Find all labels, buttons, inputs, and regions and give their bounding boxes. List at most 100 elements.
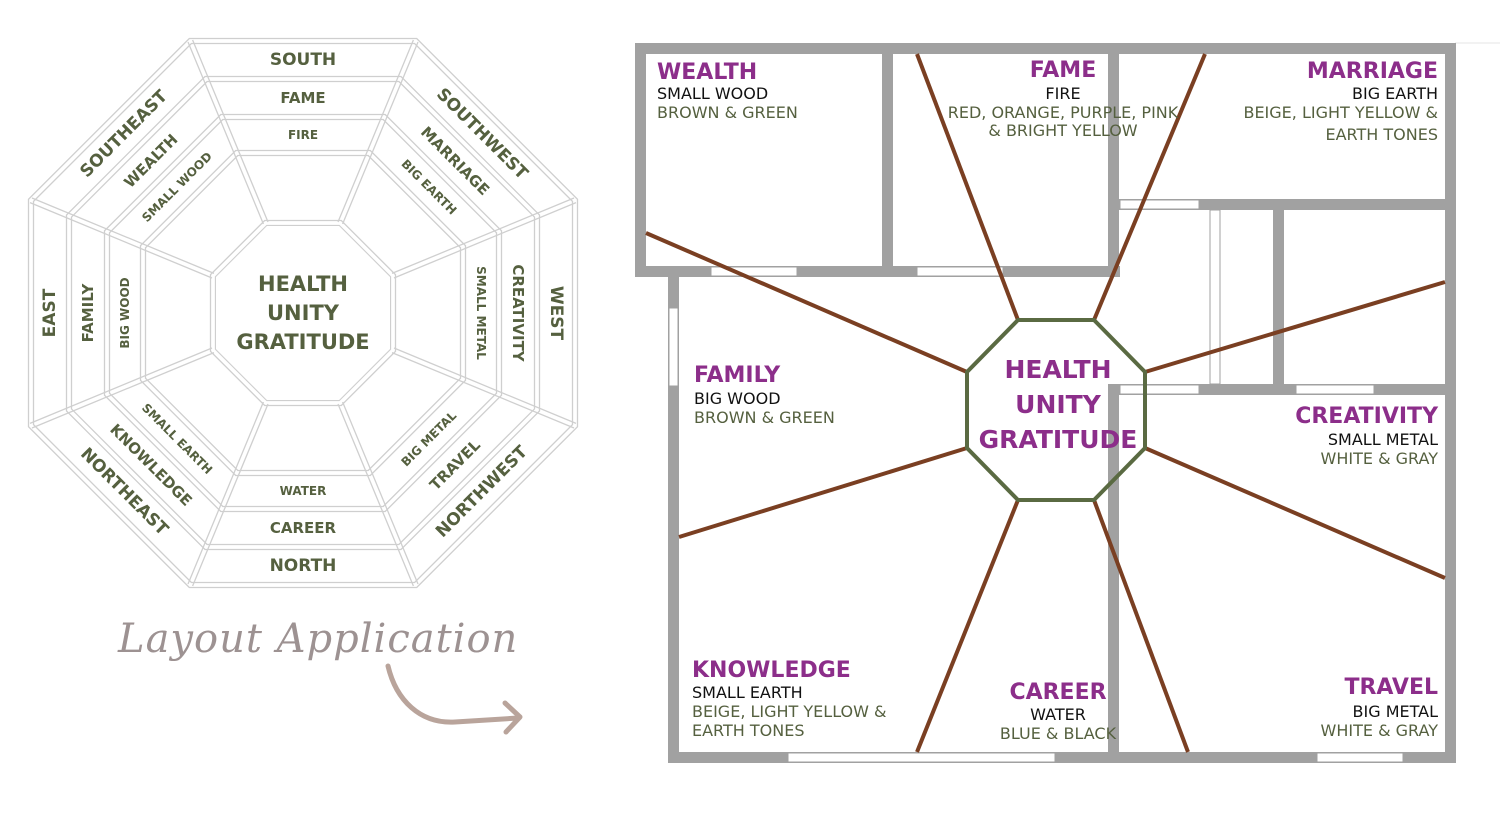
area-travel: TRAVEL BIG METAL WHITE & GRAY xyxy=(1321,675,1439,740)
area-fame: FAME FIRE RED, ORANGE, PURPLE, PINK & BR… xyxy=(948,58,1179,140)
bagua-divider xyxy=(391,197,575,275)
bagua-division-rays xyxy=(645,53,1446,753)
area-element: BIG METAL xyxy=(1353,702,1439,721)
area-title: WEALTH xyxy=(657,60,757,85)
plan-center-line-2: UNITY xyxy=(1015,390,1102,419)
bagua-divider xyxy=(191,39,269,223)
bagua-divider xyxy=(341,41,419,225)
bagua-divider xyxy=(31,351,215,429)
bagua-area-label: FAME xyxy=(280,89,325,107)
area-title: TRAVEL xyxy=(1344,675,1438,700)
bagua-divider xyxy=(391,351,575,429)
bagua-direction-label: EAST xyxy=(40,288,60,337)
door-opening xyxy=(710,266,798,277)
area-colors: BROWN & GREEN xyxy=(694,408,835,427)
bagua-element-label: SMALL METAL xyxy=(474,266,488,360)
bagua-ring xyxy=(209,219,397,407)
area-element: SMALL METAL xyxy=(1328,430,1438,449)
floor-plan: HEALTH UNITY GRATITUDE WEALTH SMALL WOOD… xyxy=(635,42,1500,763)
bagua-direction-label: NORTH xyxy=(270,556,337,576)
area-colors: EARTH TONES xyxy=(692,721,805,740)
bagua-element-label: FIRE xyxy=(288,128,318,142)
openings xyxy=(668,199,1404,763)
area-colors: WHITE & GRAY xyxy=(1321,449,1439,468)
bagua-ring xyxy=(27,37,579,589)
layout-application-caption: Layout Application xyxy=(117,616,523,735)
area-colors: EARTH TONES xyxy=(1326,125,1439,144)
bagua-map: HEALTH UNITY GRATITUDE SOUTH FAME FIRE SOUT… xyxy=(27,37,579,589)
bagua-ring xyxy=(214,224,392,402)
bagua-ring xyxy=(65,75,541,551)
area-title: KNOWLEDGE xyxy=(692,658,851,683)
bagua-ring xyxy=(144,154,462,472)
plan-center-line-1: HEALTH xyxy=(1004,355,1111,384)
area-element: BIG WOOD xyxy=(694,389,781,408)
area-element: FIRE xyxy=(1045,84,1080,103)
area-title: FAME xyxy=(1030,58,1096,83)
walls xyxy=(635,43,1456,763)
area-colors: BROWN & GREEN xyxy=(657,103,798,122)
bagua-divider xyxy=(191,403,269,587)
area-colors: RED, ORANGE, PURPLE, PINK xyxy=(948,103,1179,122)
bagua-ring xyxy=(70,80,536,546)
area-knowledge: KNOWLEDGE SMALL EARTH BEIGE, LIGHT YELLO… xyxy=(692,658,887,740)
area-element: SMALL EARTH xyxy=(692,683,803,702)
bagua-center-line-2: UNITY xyxy=(267,301,340,325)
area-element: BIG EARTH xyxy=(1352,84,1438,103)
door-opening xyxy=(916,266,1004,277)
center-octagon xyxy=(965,318,1147,502)
bagua-divider xyxy=(187,41,265,225)
area-element: WATER xyxy=(1030,705,1086,724)
bagua-center-line-3: GRATITUDE xyxy=(236,330,369,354)
area-title: CREATIVITY xyxy=(1295,404,1439,429)
area-wealth: WEALTH SMALL WOOD BROWN & GREEN xyxy=(657,60,798,122)
plan-center-line-3: GRATITUDE xyxy=(979,425,1138,454)
bagua-divider xyxy=(393,347,577,425)
bagua-direction-label: NORTHWEST xyxy=(432,442,532,542)
bagua-area-label: CAREER xyxy=(270,519,337,537)
bagua-divider xyxy=(29,201,213,279)
area-marriage: MARRIAGE BIG EARTH BEIGE, LIGHT YELLOW &… xyxy=(1243,59,1438,144)
bagua-direction-label: SOUTHEAST xyxy=(76,86,172,182)
bagua-divider xyxy=(29,347,213,425)
bagua-divider xyxy=(337,39,415,223)
area-colors: BEIGE, LIGHT YELLOW & xyxy=(1243,103,1438,122)
bagua-element-label: WATER xyxy=(280,484,327,498)
bagua-area-label: CREATIVITY xyxy=(509,264,527,362)
bagua-divider xyxy=(337,403,415,587)
area-element: SMALL WOOD xyxy=(657,84,768,103)
bagua-direction-label: SOUTHWEST xyxy=(432,84,532,184)
window-opening xyxy=(1316,752,1404,763)
partition xyxy=(1209,209,1221,385)
bagua-divider xyxy=(187,401,265,585)
bagua-ring-outlines xyxy=(27,37,579,589)
bagua-element-label: BIG WOOD xyxy=(118,277,132,348)
arrow-head-icon xyxy=(502,700,523,735)
bagua-ring xyxy=(108,118,498,508)
area-colors: BLUE & BLACK xyxy=(1000,724,1117,743)
bagua-direction-label: SOUTH xyxy=(270,50,336,70)
bagua-divider xyxy=(341,401,419,585)
area-creativity: CREATIVITY SMALL METAL WHITE & GRAY xyxy=(1295,404,1439,468)
area-career: CAREER WATER BLUE & BLACK xyxy=(1000,680,1117,743)
window-opening xyxy=(787,752,1056,763)
door-opening xyxy=(1295,384,1375,395)
bagua-divider xyxy=(393,201,577,279)
area-colors: & BRIGHT YELLOW xyxy=(988,121,1137,140)
bagua-ring xyxy=(103,113,503,513)
bagua-direction-label: WEST xyxy=(546,286,566,341)
door-opening xyxy=(1119,199,1200,210)
plan-center-label: HEALTH UNITY GRATITUDE xyxy=(979,355,1138,454)
bagua-ring xyxy=(139,149,467,477)
area-colors: WHITE & GRAY xyxy=(1321,721,1439,740)
area-family: FAMILY BIG WOOD BROWN & GREEN xyxy=(694,363,835,427)
bagua-center-line-1: HEALTH xyxy=(258,272,348,296)
area-colors: BEIGE, LIGHT YELLOW & xyxy=(692,702,887,721)
bagua-center: HEALTH UNITY GRATITUDE xyxy=(236,272,369,354)
bagua-sector-dividers xyxy=(29,39,577,587)
area-title: FAMILY xyxy=(694,363,781,388)
bagua-divider xyxy=(31,197,215,275)
area-title: CAREER xyxy=(1009,680,1106,705)
window-opening xyxy=(668,307,679,387)
